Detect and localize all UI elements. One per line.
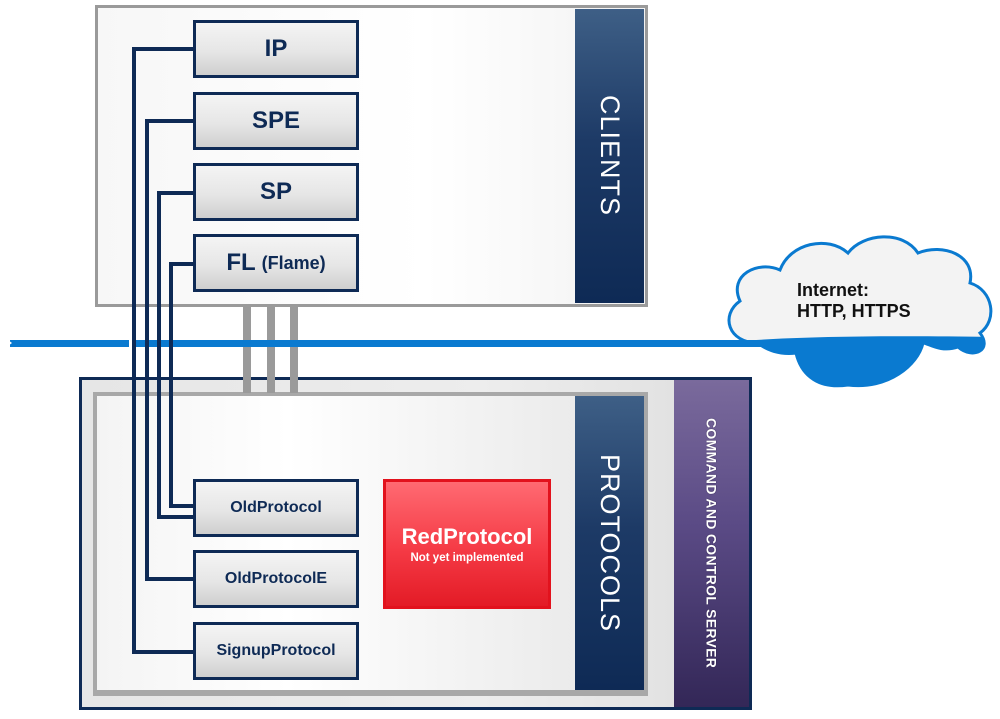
internet-line2: HTTP, HTTPS [797,301,911,321]
red-protocol-label: RedProtocol [401,524,533,549]
client-fl[interactable]: FL (Flame) [193,234,359,292]
protocol-oldprotocol-label: OldProtocol [230,499,322,516]
client-spe[interactable]: SPE [193,92,359,150]
cloud-icon [727,235,993,388]
client-ip-label: IP [264,35,288,62]
protocol-oldprotocole-label: OldProtocolE [224,570,328,587]
protocols-band: PROTOCOLS [575,396,644,690]
client-ip[interactable]: IP [193,20,359,78]
client-sp-label: SP [259,178,292,205]
client-fl-label: FL [226,249,256,276]
protocol-oldprotocol[interactable]: OldProtocol [193,479,359,537]
protocols-label: PROTOCOLS [595,453,625,633]
route-fl-top [169,262,194,266]
route-sp-vertical [157,191,161,519]
route-sp-top [157,191,194,195]
client-spe-label: SPE [251,107,301,134]
protocol-signupprotocol[interactable]: SignupProtocol [193,622,359,680]
red-protocol-note: Not yet implemented [410,552,524,564]
route-fl-bottom [169,504,194,508]
internet-line-arrow [8,340,12,346]
client-fl-sublabel: (Flame) [261,252,326,273]
protocol-signupprotocol-label: SignupProtocol [216,642,336,659]
cc-server-label: COMMAND AND CONTROL SERVER [703,418,720,669]
route-spe-vertical [145,119,149,581]
connector-bar-1 [243,307,251,393]
route-spe-bottom [145,577,194,581]
route-spe-top [145,119,194,123]
route-ip-top [132,47,194,51]
internet-line [10,340,850,347]
internet-line1: Internet: [797,280,869,300]
route-ip-bottom [132,650,194,654]
connector-bar-2 [267,307,275,393]
clients-band: CLIENTS [575,9,644,303]
clients-label: CLIENTS [595,95,625,217]
internet-label: Internet: HTTP, HTTPS [797,280,911,322]
protocol-oldprotocole[interactable]: OldProtocolE [193,550,359,608]
client-sp[interactable]: SP [193,163,359,221]
red-protocol[interactable]: RedProtocol Not yet implemented [383,479,551,609]
route-fl-vertical [169,262,173,507]
route-sp-bottom [157,515,194,519]
connector-bar-3 [290,307,298,393]
route-ip-vertical [132,47,136,653]
cc-server-band: COMMAND AND CONTROL SERVER [674,380,749,707]
clients-panel [95,5,648,307]
